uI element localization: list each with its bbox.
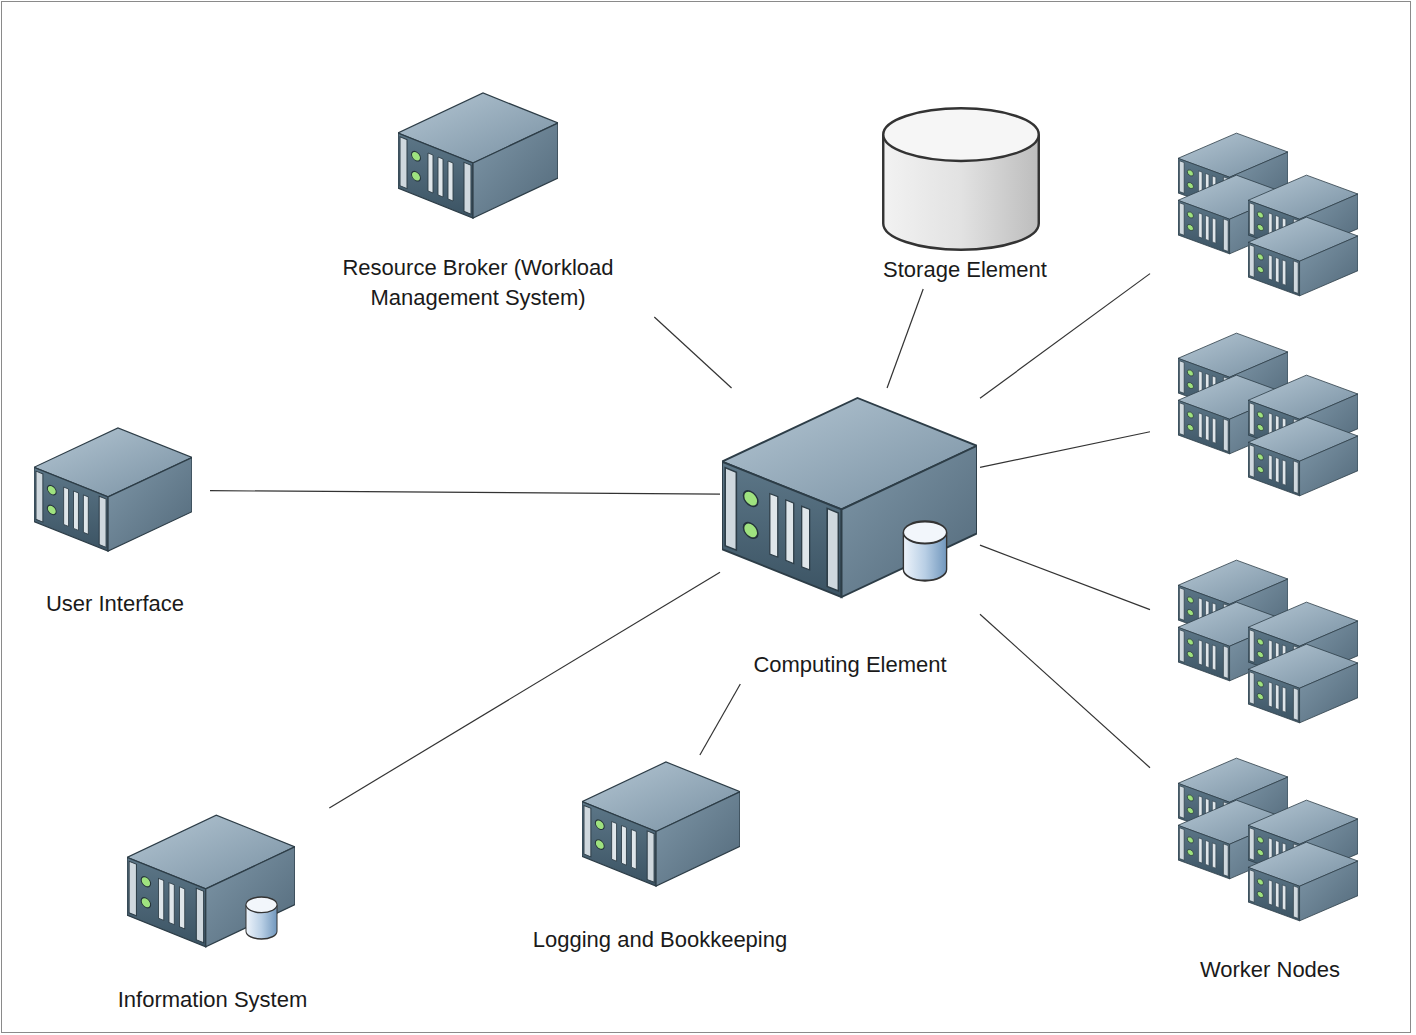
- server-cluster: [1178, 560, 1358, 723]
- network-link: [980, 274, 1150, 399]
- network-link: [980, 614, 1150, 768]
- server-node: User Interface: [20, 420, 210, 623]
- server-icon: [127, 815, 295, 946]
- network-link: [980, 432, 1150, 468]
- server-node: Computing Element: [720, 388, 980, 684]
- node-label: Information System: [118, 985, 308, 1015]
- network-link: [887, 289, 923, 388]
- server-node: Resource Broker (Workload Management Sys…: [277, 88, 679, 317]
- server-icon: [1248, 644, 1358, 723]
- network-link: [700, 684, 740, 755]
- server-icon: [582, 762, 740, 886]
- node-label: Computing Element: [753, 650, 946, 680]
- node-label: Worker Nodes: [1200, 955, 1340, 985]
- server-node: Worker Nodes: [1150, 125, 1390, 989]
- node-label: User Interface: [46, 589, 184, 619]
- server-cluster: [1178, 758, 1358, 921]
- server-node: Information System: [90, 808, 335, 1019]
- server-icon: [722, 398, 977, 597]
- database-icon: [246, 897, 277, 939]
- server-node: Storage Element: [860, 105, 1070, 289]
- network-link: [329, 572, 720, 808]
- network-link: [210, 491, 720, 494]
- database-icon: [903, 521, 946, 580]
- network-link: [980, 545, 1150, 610]
- node-label: Logging and Bookkeeping: [533, 925, 787, 955]
- server-cluster: [1178, 133, 1358, 296]
- network-link: [654, 317, 731, 388]
- server-icon: [1248, 417, 1358, 496]
- storage-cylinder: [883, 108, 1039, 249]
- server-icon: [1248, 217, 1358, 296]
- node-label: Resource Broker (Workload Management Sys…: [283, 253, 673, 313]
- server-icon: [398, 93, 558, 218]
- server-icon: [34, 428, 192, 551]
- node-label: Storage Element: [883, 255, 1047, 285]
- server-node: Logging and Bookkeeping: [505, 755, 815, 959]
- server-icon: [1248, 842, 1358, 921]
- server-cluster: [1178, 333, 1358, 496]
